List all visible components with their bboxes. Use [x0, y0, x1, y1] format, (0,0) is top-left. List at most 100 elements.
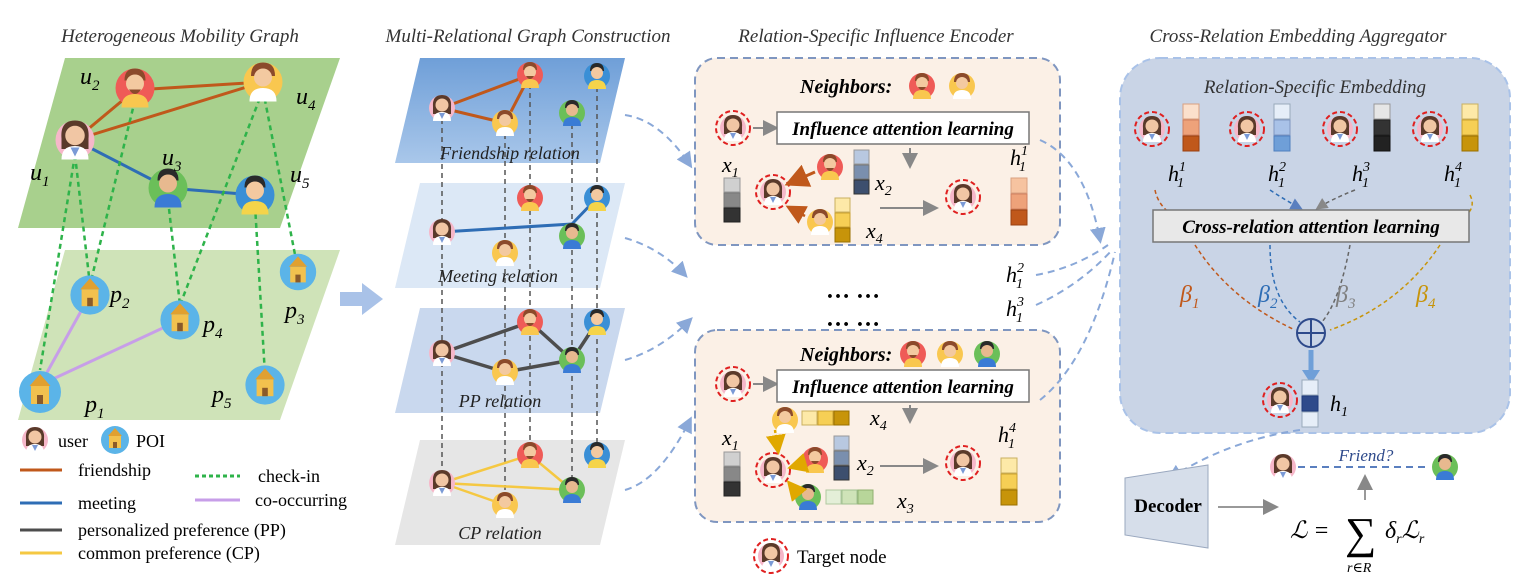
- target-user-icon: [1139, 116, 1165, 142]
- pp-node: [584, 309, 610, 335]
- label-p5: p5: [210, 382, 232, 412]
- label-p1: p1: [83, 392, 105, 422]
- label-meeting-relation: Meeting relation: [437, 266, 558, 286]
- node-p5: [245, 365, 285, 405]
- target-user-icon: [1417, 116, 1443, 142]
- legend-user: user: [58, 431, 88, 451]
- fr-node: [559, 100, 585, 126]
- node-p3: [279, 253, 317, 291]
- fr-node: [517, 62, 543, 88]
- legend: user POI friendship check-in meeting co-…: [20, 426, 347, 564]
- cp-node: [517, 442, 543, 468]
- mt-node: [559, 223, 585, 249]
- neighbors-label: Neighbors:: [799, 344, 892, 366]
- cross-attention-label: Cross-relation attention learning: [1182, 217, 1440, 238]
- node-p1: [19, 371, 61, 413]
- plane-cp: [395, 440, 625, 545]
- edge-friendship: [74, 80, 264, 142]
- target-user-icon: [720, 115, 746, 141]
- pp-node: [559, 347, 585, 373]
- x2-label: x2: [874, 170, 892, 199]
- mt-node: [584, 185, 610, 211]
- friend-user-a: [1270, 454, 1296, 480]
- pp-node: [517, 309, 543, 335]
- node-u1: [55, 120, 95, 160]
- target-user-icon: [1234, 116, 1260, 142]
- section-arrow: [340, 283, 383, 315]
- neighbor-icon: [807, 209, 833, 235]
- x4-label: x4: [865, 218, 883, 247]
- neighbor-icon: [949, 73, 975, 99]
- cp-node: [559, 477, 585, 503]
- node-u3: [148, 168, 188, 208]
- multi-to-encoder-arrows: [624, 114, 693, 491]
- cross-attention-box: [1152, 209, 1470, 243]
- legend-cooccurring: co-occurring: [255, 490, 347, 510]
- neighbor-icon: [900, 341, 926, 367]
- encoder-top: Neighbors: Influence attention learning …: [694, 57, 1061, 247]
- neighbor-icon: [802, 447, 828, 473]
- pp-node: [429, 340, 455, 366]
- attention-box: [776, 369, 1030, 403]
- encoder-to-aggregator-arrows: [1035, 139, 1116, 401]
- neighbor-icon: [772, 407, 798, 433]
- fr-node: [429, 95, 455, 121]
- node-u5: [235, 175, 275, 215]
- target-node-legend-icon: [758, 543, 784, 569]
- cp-node: [492, 492, 518, 518]
- legend-user-icon: [22, 427, 48, 453]
- loss-lhs: ℒ =: [1290, 518, 1329, 544]
- legend-meeting: meeting: [78, 493, 136, 513]
- label-friendship-relation: Friendship relation: [439, 143, 580, 163]
- beta1-label: β1: [1179, 282, 1199, 312]
- pp-node: [492, 359, 518, 385]
- label-u5: u5: [290, 162, 310, 192]
- ellipsis-2: … …: [826, 306, 880, 332]
- neighbor-icon: [909, 73, 935, 99]
- mt-node: [429, 219, 455, 245]
- multi-relational: Friendship relation Meeting relation PP …: [395, 58, 625, 545]
- neighbor-icon: [974, 341, 1000, 367]
- x1-label: x1: [721, 425, 739, 454]
- beta2-label: β2: [1257, 282, 1278, 312]
- friend-user-b: [1432, 454, 1458, 480]
- beta3-label: β3: [1335, 282, 1355, 312]
- legend-cp: common preference (CP): [78, 543, 260, 564]
- node-p2: [70, 275, 110, 315]
- checkin-edges: [38, 89, 300, 376]
- target-user-icon: [1267, 387, 1293, 413]
- decoder-label: Decoder: [1134, 496, 1202, 517]
- neighbors-label: Neighbors:: [799, 76, 892, 98]
- label-u1: u1: [30, 160, 50, 190]
- label-pp-relation: PP relation: [458, 391, 542, 411]
- fr-node: [492, 110, 518, 136]
- mt-node: [517, 185, 543, 211]
- label-u3: u3: [162, 145, 182, 175]
- hetero-graph: u2 u4 u1 u3 u5 p2 p3 p4 p1 p5: [18, 58, 340, 422]
- loss-under: r∈R: [1347, 561, 1372, 576]
- x3-label: x3: [896, 488, 914, 517]
- title-multi: Multi-Relational Graph Construction: [385, 26, 671, 47]
- edge-cooccurring: [39, 318, 181, 387]
- title-aggregator: Cross-Relation Embedding Aggregator: [1150, 26, 1448, 47]
- encoder-bottom: Neighbors: Influence attention learning …: [694, 329, 1061, 523]
- neighbor-icon: [937, 341, 963, 367]
- beta4-label: β4: [1415, 282, 1436, 312]
- plane-meeting: [395, 183, 625, 288]
- target-user-icon: [760, 457, 786, 483]
- target-user-icon: [1327, 116, 1353, 142]
- legend-checkin: check-in: [258, 466, 320, 486]
- loss-rhs: δrℒr: [1385, 518, 1425, 547]
- node-u2: [115, 68, 155, 108]
- label-cp-relation: CP relation: [458, 523, 542, 543]
- decoder-block: [1124, 464, 1209, 549]
- ellipsis-1: … …: [826, 278, 880, 304]
- target-user-icon: [950, 450, 976, 476]
